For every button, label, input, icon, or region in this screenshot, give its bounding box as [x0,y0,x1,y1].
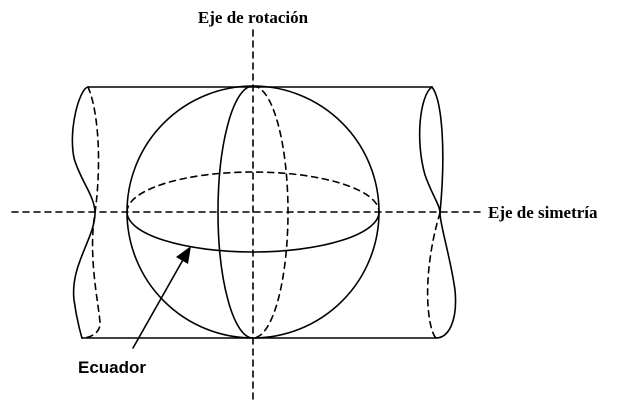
symmetry-axis-label: Eje de simetría [488,203,598,222]
cylinder-right-end-back [431,86,444,214]
cylinder-right-end-dashed [426,212,441,339]
axes [11,29,483,401]
cylinder-left-end-dashed [81,86,101,339]
equator-back [126,171,380,213]
rotation-axis-label: Eje de rotación [198,8,309,27]
equator-pointer-line [132,257,185,349]
equator-label: Ecuador [78,358,146,377]
equator-pointer [132,246,191,349]
meridian-front [217,85,254,339]
cylinder [71,86,457,339]
equator-arrowhead [176,246,191,264]
